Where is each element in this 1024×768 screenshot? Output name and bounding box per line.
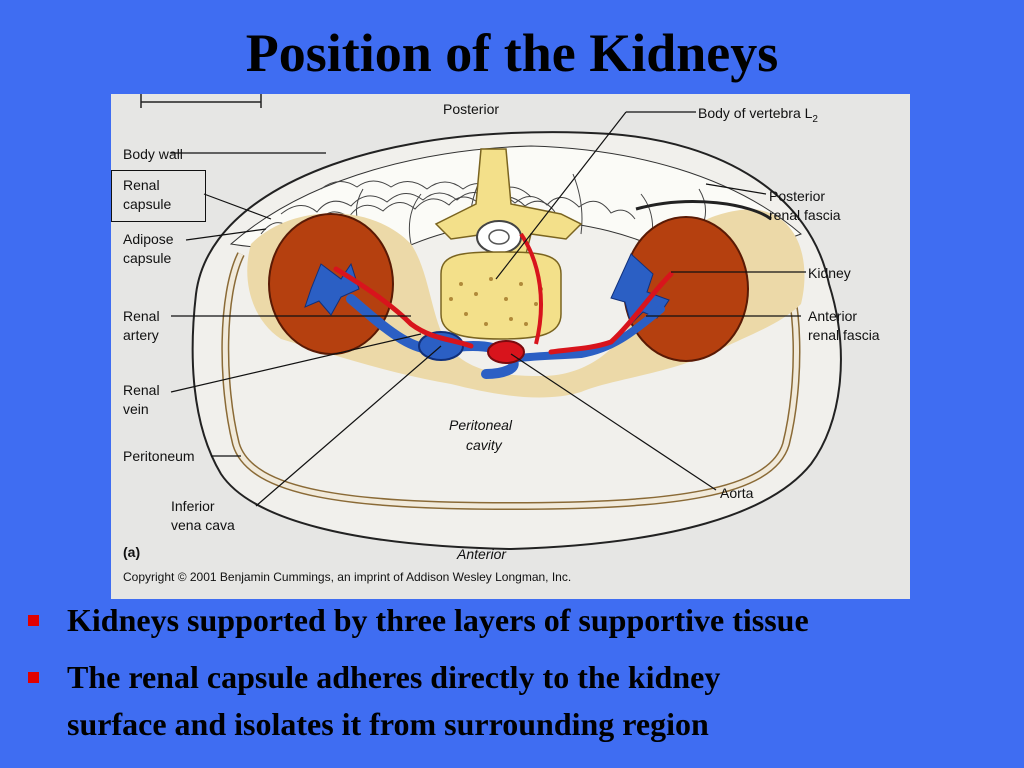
label-peritoneal-cavity-1: Peritoneal bbox=[449, 417, 513, 433]
label-panel-a: (a) bbox=[123, 544, 141, 560]
bullet-square-icon bbox=[28, 672, 39, 683]
label-renal-artery-2: artery bbox=[123, 327, 159, 343]
label-renal-capsule-1: Renal bbox=[123, 177, 160, 193]
label-renal-artery-1: Renal bbox=[123, 308, 160, 324]
label-posterior-renal-fascia-2: renal fascia bbox=[769, 207, 841, 223]
slide-title: Position of the Kidneys bbox=[245, 23, 779, 83]
label-posterior: Posterior bbox=[443, 101, 500, 117]
label-adipose-capsule-2: capsule bbox=[123, 250, 172, 266]
label-renal-vein-2: vein bbox=[123, 401, 149, 417]
label-kidney: Kidney bbox=[808, 265, 851, 281]
cross-section-drawing bbox=[140, 94, 842, 551]
label-anterior: Anterior bbox=[457, 546, 507, 562]
label-renal-vein-1: Renal bbox=[123, 382, 160, 398]
label-peritoneum: Peritoneum bbox=[123, 448, 195, 464]
bullet-text-2-continued: surface and isolates it from surrounding… bbox=[67, 706, 709, 742]
label-anterior-renal-fascia-1: Anterior bbox=[808, 308, 858, 324]
aorta-shape bbox=[487, 340, 525, 364]
copyright-text: Copyright © 2001 Benjamin Cummings, an i… bbox=[123, 570, 572, 584]
renal-capsule-highlight-box bbox=[111, 170, 206, 222]
label-adipose-capsule-1: Adipose bbox=[123, 231, 174, 247]
label-aorta: Aorta bbox=[720, 485, 754, 501]
label-posterior-renal-fascia-1: Posterior bbox=[769, 188, 826, 204]
bullet-square-icon bbox=[28, 615, 39, 626]
label-renal-capsule-2: capsule bbox=[123, 196, 172, 212]
kidney-cross-section-figure: Posterior Body of vertebra L2 Body wall … bbox=[111, 94, 910, 599]
label-anterior-renal-fascia-2: renal fascia bbox=[808, 327, 880, 343]
label-body-of-vertebra: Body of vertebra L2 bbox=[698, 105, 818, 125]
label-inferior-vena-cava-1: Inferior bbox=[171, 498, 215, 514]
bullet-text-2: The renal capsule adheres directly to th… bbox=[67, 659, 721, 695]
label-body-wall: Body wall bbox=[123, 146, 183, 162]
vertebra-body bbox=[440, 251, 562, 340]
label-inferior-vena-cava-2: vena cava bbox=[171, 517, 235, 533]
label-peritoneal-cavity-2: cavity bbox=[466, 437, 502, 453]
bullet-text-1: Kidneys supported by three layers of sup… bbox=[67, 602, 809, 638]
